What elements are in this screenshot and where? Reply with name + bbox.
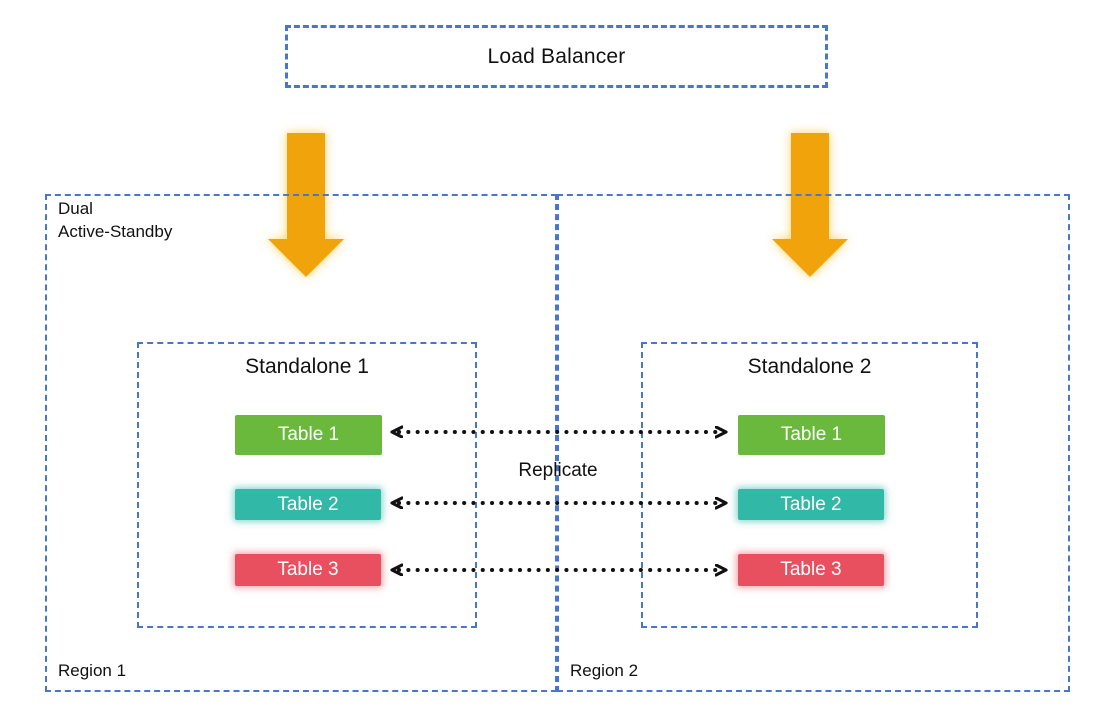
cluster-mode-label-line2: Active-Standby	[58, 222, 173, 241]
standalone-1-box: Standalone 1 Table 1 Table 2 Table 3	[137, 342, 477, 628]
cluster-mode-label: Dual Active-Standby	[58, 197, 172, 243]
region-2-label: Region 2	[570, 661, 639, 680]
standalone-2-title: Standalone 2	[747, 355, 872, 378]
replicate-label: Replicate	[518, 460, 598, 481]
table-chip: Table 2	[738, 489, 884, 520]
flow-down-arrow-icon	[266, 132, 346, 278]
region-2-box	[557, 194, 1070, 692]
load-balancer-label: Load Balancer	[487, 44, 626, 68]
standalone-2-box: Standalone 2 Table 1 Table 2 Table 3	[641, 342, 978, 628]
region-1-box	[45, 194, 557, 692]
table-chip: Table 3	[235, 554, 381, 586]
flow-down-arrow-icon	[770, 132, 850, 278]
region-1-label: Region 1	[58, 661, 127, 680]
standalone-1-title: Standalone 1	[245, 355, 369, 378]
load-balancer-box: Load Balancer	[285, 25, 828, 88]
table-chip: Table 1	[235, 415, 382, 455]
table-chip: Table 3	[738, 554, 884, 586]
table-chip: Table 1	[738, 415, 885, 455]
table-chip: Table 2	[235, 489, 381, 520]
cluster-mode-label-line1: Dual	[58, 199, 93, 218]
